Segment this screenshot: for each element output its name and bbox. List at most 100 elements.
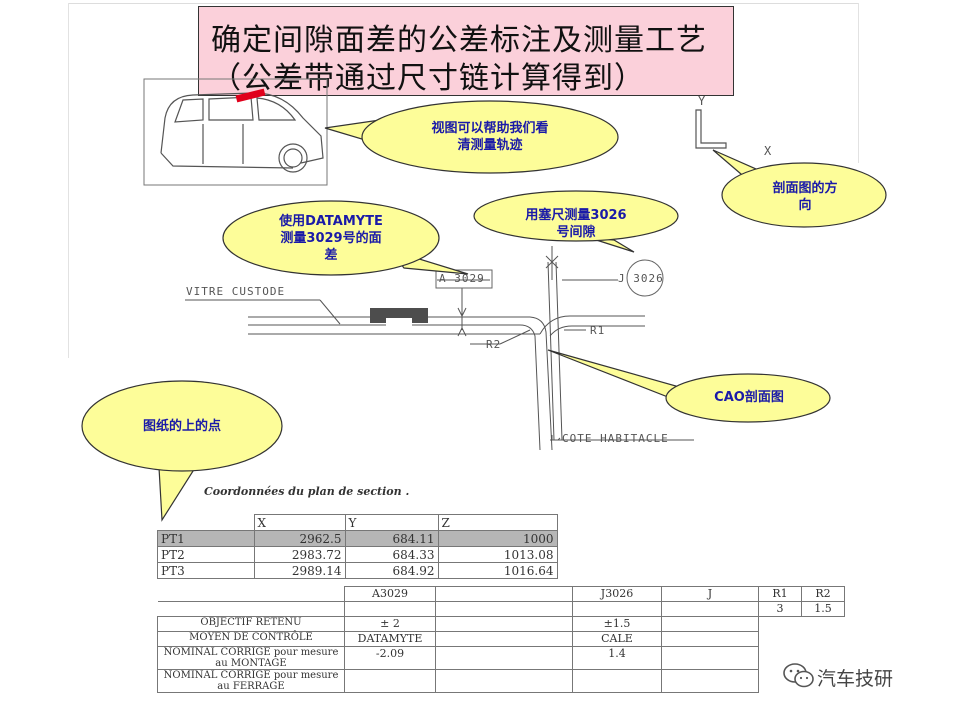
section-drawing [185,246,694,451]
measure-cell [758,615,845,631]
measure-corner [157,586,345,602]
coords-title: Coordonnées du plan de section . [204,485,410,498]
measure-row-label: MOYEN DE CONTRÔLE [157,630,345,647]
scan-edge-right [858,3,859,163]
measure-r1-value: 3 [758,600,802,617]
callout-cao-text: CAO剖面图 [694,389,804,406]
label-j3026: J 3026 [618,272,664,285]
measure-cell [661,668,759,693]
measure-cell [435,645,573,670]
callout-view-line-1: 视图可以帮助我们看 [431,121,549,136]
table-row: MOYEN DE CONTRÔLE DATAMYTE CALE [157,630,845,647]
measure-cell [661,615,759,632]
measure-cell [661,645,759,670]
table-row: PT1 2962.5 684.11 1000 [157,530,558,547]
coords-x-value: 2989.14 [253,562,346,579]
axis-y-label: Y [698,94,707,108]
label-vitre-custode: VITRE CUSTODE [186,285,286,298]
title-box: 确定间隙面差的公差标注及测量工艺 （公差带通过尺寸链计算得到） [198,6,734,96]
scan-edge-left [68,3,69,358]
callout-section-dir-line-1: 剖面图的方 [772,181,838,196]
measure-j-value: ±1.5 [572,615,662,632]
measure-cell [572,600,662,617]
measure-cell [435,630,573,647]
measure-col-r1: R1 [758,586,802,602]
coords-col-y: Y [344,514,439,531]
measure-cell [661,630,759,647]
callout-view-text: 视图可以帮助我们看 清测量轨迹 [380,120,600,154]
measure-cell [435,668,573,693]
watermark: 汽车技研 [783,662,933,692]
coords-pt-name: PT1 [157,530,255,547]
callout-datamyte-line-1: 使用DATAMYTE [279,214,383,229]
bubble-datamyte [222,200,440,276]
callout-cao-line-1: CAO剖面图 [714,390,784,405]
callout-feeler-line-2: 号间隙 [556,225,596,240]
watermark-text: 汽车技研 [817,668,894,690]
measure-a-value: ± 2 [344,615,436,632]
label-r1: R1 [590,324,606,337]
callout-points-text: 图纸的上的点 [112,418,252,435]
coords-z-value: 1016.64 [437,562,558,579]
coords-header-row: X Y Z [157,514,558,531]
measure-col-j: J [661,586,759,602]
measure-row-label: OBJECTIF RETENU [157,615,345,632]
coords-x-value: 2983.72 [253,546,346,563]
table-row: PT2 2983.72 684.33 1013.08 [157,546,558,563]
label-r2: R2 [486,338,502,351]
measure-rvalue-row: 3 1.5 [157,600,845,617]
coords-z-value: 1000 [437,530,558,547]
table-row: NOMINAL CORRIGE pour mesure au MONTAGE -… [157,645,845,670]
label-a3029: A 3029 [439,272,485,285]
bubble-section-dir [721,162,887,228]
measure-cell [759,631,845,646]
measure-cell [435,600,573,617]
table-row: NOMINAL CORRIGE pour mesure au FERRAGE [157,668,845,693]
scan-edge-top [68,3,858,4]
measure-cell [435,615,573,632]
callout-datamyte-line-2: 测量3029号的面 [280,231,382,246]
measure-r2-value: 1.5 [801,600,845,617]
measure-col-a3029: A3029 [344,586,436,602]
measure-col-j3026: J3026 [572,586,662,602]
measure-col-blank [435,586,573,602]
coords-pt-name: PT3 [157,562,255,579]
measure-j-value [572,668,662,693]
coords-y-value: 684.33 [344,546,439,563]
bubble-feeler [473,190,679,242]
wechat-icon [783,663,814,688]
callout-section-dir-text: 剖面图的方 向 [740,180,870,214]
title-line-1: 确定间隙面差的公差标注及测量工艺 [211,23,707,58]
callout-datamyte-text: 使用DATAMYTE 测量3029号的面 差 [256,213,406,264]
measure-a-value [344,668,436,693]
coords-col-z: Z [437,514,558,531]
measure-cell [344,600,436,617]
coords-col-x: X [253,514,346,531]
coords-pt-name: PT2 [157,546,255,563]
measurement-table: A3029 J3026 J R1 R2 3 1.5 OBJECTIF RETEN… [157,586,845,693]
bubble-view [361,100,619,174]
bubble-points [81,380,283,472]
callout-points-line-1: 图纸的上的点 [142,419,221,434]
measure-row-label: NOMINAL CORRIGE pour mesure au FERRAGE [157,668,345,693]
table-row: PT3 2989.14 684.92 1016.64 [157,562,558,579]
callout-datamyte-line-3: 差 [324,248,338,263]
coords-y-value: 684.92 [344,562,439,579]
measure-col-r2: R2 [801,586,845,602]
measure-cell [661,600,759,617]
coords-y-value: 684.11 [344,530,439,547]
measure-blank-cell [157,601,345,617]
table-row: OBJECTIF RETENU ± 2 ±1.5 [157,615,845,632]
callout-section-dir-line-2: 向 [798,198,812,213]
measure-a-value: -2.09 [344,645,436,670]
callout-feeler-text: 用塞尺测量3026 号间隙 [496,207,656,241]
callout-view-line-2: 清测量轨迹 [457,138,523,153]
measure-a-value: DATAMYTE [344,630,436,647]
coords-z-value: 1013.08 [437,546,558,563]
callout-feeler-line-1: 用塞尺测量3026 [525,208,627,223]
label-cote-habitacle: COTE HABITACLE [562,432,669,445]
measure-row-label: NOMINAL CORRIGE pour mesure au MONTAGE [157,645,345,670]
axis-x-label: X [764,144,773,158]
axes-icon [695,109,727,149]
